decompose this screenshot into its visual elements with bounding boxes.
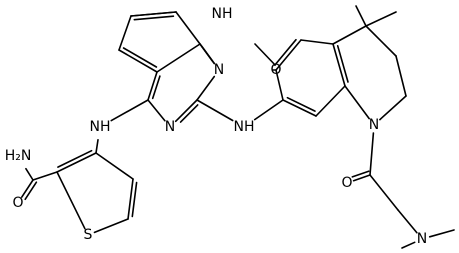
bond bbox=[332, 43, 346, 87]
bond bbox=[174, 99, 198, 123]
bond bbox=[196, 99, 234, 122]
amine-nh-left-label: NH bbox=[90, 119, 111, 135]
bond bbox=[133, 15, 175, 21]
dimethylamine-nitrogen-label: N bbox=[417, 231, 427, 247]
amine-nh-right-label: NH bbox=[234, 119, 255, 135]
bond bbox=[57, 149, 93, 168]
bond bbox=[179, 104, 199, 123]
bond bbox=[355, 5, 367, 27]
bond bbox=[130, 11, 177, 17]
bond bbox=[95, 139, 99, 154]
bond bbox=[379, 95, 407, 121]
bond bbox=[351, 170, 370, 178]
thiophene-sulfur-label: S bbox=[84, 227, 93, 243]
bond bbox=[428, 229, 455, 238]
bond bbox=[93, 218, 129, 234]
bond bbox=[275, 39, 302, 71]
methoxy-oxygen-label: O bbox=[270, 62, 281, 78]
bond bbox=[286, 96, 316, 112]
bond bbox=[254, 43, 276, 66]
bond bbox=[32, 171, 58, 181]
bond bbox=[401, 241, 416, 249]
bond bbox=[118, 49, 158, 73]
bond bbox=[147, 71, 158, 101]
pyrrole-nh-label: NH bbox=[212, 6, 233, 22]
bond bbox=[365, 11, 397, 27]
bond bbox=[175, 11, 201, 45]
bond bbox=[56, 152, 97, 173]
bond bbox=[282, 99, 317, 117]
bond bbox=[56, 171, 86, 230]
bond bbox=[20, 179, 34, 198]
bond bbox=[25, 167, 34, 181]
bond bbox=[131, 181, 138, 218]
bond bbox=[273, 38, 297, 66]
bond bbox=[397, 209, 418, 234]
bond bbox=[147, 99, 166, 122]
bond bbox=[336, 44, 349, 83]
bond bbox=[344, 85, 371, 120]
bond bbox=[118, 15, 132, 51]
bond bbox=[196, 75, 216, 101]
bond bbox=[127, 178, 134, 220]
atom-labels: NH N N NH NH O N O N H₂N O S bbox=[5, 6, 428, 247]
pyrimidine-n-top-label: N bbox=[214, 62, 224, 78]
bond bbox=[253, 99, 284, 121]
bond bbox=[365, 25, 397, 57]
bond bbox=[95, 152, 134, 180]
pyrimidine-n-bottom-label: N bbox=[165, 119, 175, 135]
bond-lines bbox=[20, 5, 455, 249]
quinoline-nitrogen-label: N bbox=[369, 117, 379, 133]
bond bbox=[24, 181, 38, 201]
bond bbox=[110, 99, 149, 122]
bond bbox=[300, 39, 334, 45]
bond bbox=[156, 43, 201, 73]
bond bbox=[315, 85, 346, 117]
bond bbox=[395, 55, 407, 97]
amide-oxygen-label: O bbox=[12, 195, 23, 211]
bond bbox=[275, 69, 284, 101]
bond bbox=[122, 47, 158, 68]
bond bbox=[151, 75, 161, 100]
carbonyl-oxygen-label: O bbox=[341, 175, 352, 191]
bond bbox=[369, 174, 399, 211]
bond bbox=[332, 25, 367, 45]
amide-nh2-label: H₂N bbox=[5, 148, 32, 164]
bond bbox=[352, 174, 371, 182]
bond bbox=[369, 132, 375, 176]
bond bbox=[201, 45, 214, 62]
